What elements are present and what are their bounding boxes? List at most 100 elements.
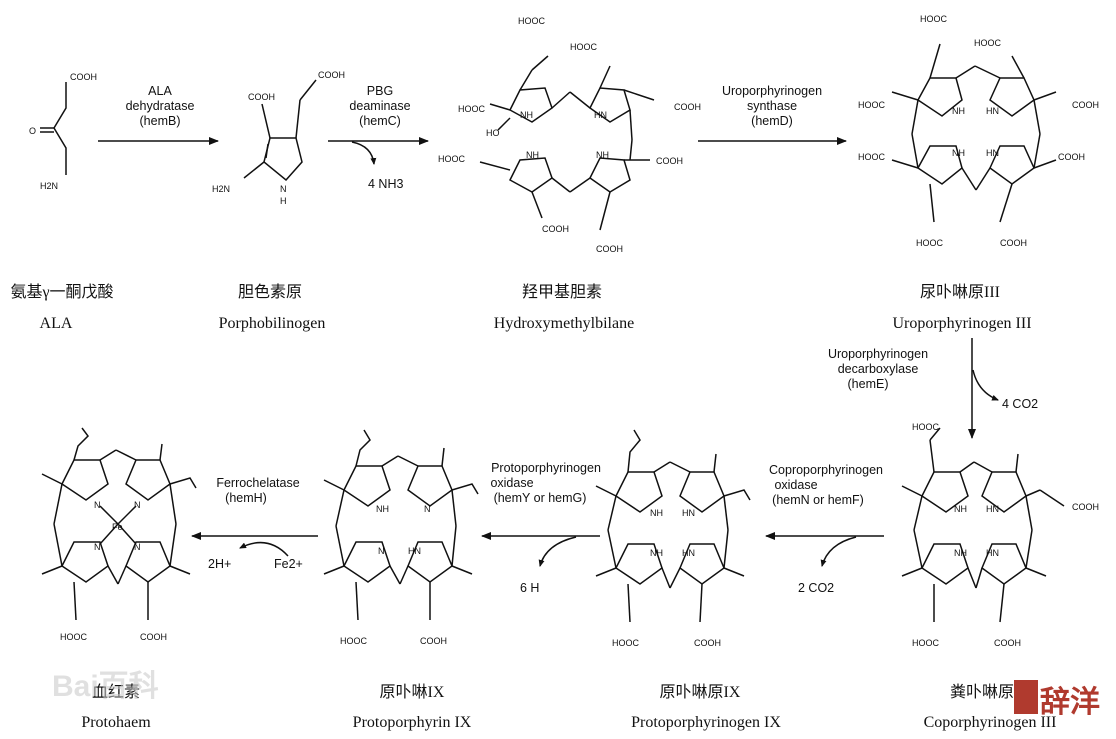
hmb-cooh-bottom2: COOH xyxy=(596,244,623,254)
haem-n-3: N xyxy=(94,542,101,552)
byproduct-6h: 6 H xyxy=(520,581,539,595)
arrow-2co2-release xyxy=(820,536,857,567)
enzyme-hemy-line1: Protoporphyrinogen xyxy=(491,461,601,475)
ala-o-label: O xyxy=(29,126,36,136)
copro-hooc-bottom: HOOC xyxy=(912,638,940,648)
hmb-nh-1: NH xyxy=(520,110,533,120)
haem-cooh: COOH xyxy=(140,632,167,642)
byproduct-2co2: 2 CO2 xyxy=(798,581,834,595)
copro-cooh-right: COOH xyxy=(1072,502,1099,512)
uro-cooh-right: COOH xyxy=(1072,100,1099,110)
enzyme-hemc-line2: deaminase xyxy=(349,99,410,113)
haem-n-2: N xyxy=(134,500,141,510)
arrow-6h-release xyxy=(538,536,577,567)
proto-cooh: COOH xyxy=(420,636,447,646)
enzyme-hemn-line2: oxidase xyxy=(774,478,817,492)
protogen-nh-1: NH xyxy=(650,508,663,518)
enzyme-labels: ALA dehydratase (hemB) PBG deaminase (he… xyxy=(126,84,1039,595)
uro-nh-1: NH xyxy=(952,106,965,116)
caption-proto-zh: 原卟啉IX xyxy=(380,683,445,701)
enzyme-hemn-line3: (hemN or hemF) xyxy=(772,493,864,507)
caption-protogen-zh: 原卟啉原IX xyxy=(660,683,741,701)
copro-nh-2: NH xyxy=(954,548,967,558)
hmb-hooc-left: HOOC xyxy=(458,104,486,114)
pbg-n: N xyxy=(280,184,287,194)
uro-hooc-top: HOOC xyxy=(920,14,948,24)
byproduct-4co2: 4 CO2 xyxy=(1002,397,1038,411)
enzyme-hemy-line2: oxidase xyxy=(490,476,533,490)
uro-hooc-left: HOOC xyxy=(858,100,886,110)
caption-haem-en: Protohaem xyxy=(81,714,151,731)
caption-pbg-zh: 胆色素原 xyxy=(238,283,302,301)
proto-n-1: N xyxy=(378,546,385,556)
caption-proto-en: Protoporphyrin IX xyxy=(353,714,472,731)
protogen-hooc: HOOC xyxy=(612,638,640,648)
hydroxymethylbilane-structure: HOOC HOOC HOOC COOH HO NH HN NH NH HOOC … xyxy=(438,16,701,254)
protogen-cooh: COOH xyxy=(694,638,721,648)
haem-hooc: HOOC xyxy=(60,632,88,642)
ala-structure: COOH O H2N xyxy=(29,72,97,191)
hmb-nh-2: NH xyxy=(526,150,539,160)
ion-2h: 2H+ xyxy=(208,557,231,571)
haem-fe: Fe xyxy=(112,522,123,532)
hmb-hooc-topmid: HOOC xyxy=(570,42,598,52)
caption-haem-zh: 血红素 xyxy=(92,683,140,701)
hmb-ho: HO xyxy=(486,128,500,138)
hmb-cooh-bottom1: COOH xyxy=(542,224,569,234)
enzyme-hemn-line1: Coproporphyrinogen xyxy=(769,463,883,477)
enzyme-heme-line1: Uroporphyrinogen xyxy=(828,347,928,361)
enzyme-heme-line3: (hemE) xyxy=(848,377,889,391)
coproporphyrinogen-iii-structure: HOOC COOH NH HN NH HN HOOC COOH xyxy=(901,422,1099,648)
ala-h2n-label: H2N xyxy=(40,181,58,191)
caption-hmb-zh: 羟甲基胆素 xyxy=(522,283,602,301)
hmb-nh-3: NH xyxy=(596,150,609,160)
enzyme-hemc-line3: (hemC) xyxy=(359,114,401,128)
caption-copro-zh: 粪卟啉原 xyxy=(950,683,1014,701)
enzyme-hemd-line2: synthase xyxy=(747,99,797,113)
enzyme-hemh-line1: Ferrochelatase xyxy=(216,476,299,490)
proto-n-2: N xyxy=(424,504,431,514)
caption-pbg-en: Porphobilinogen xyxy=(219,315,326,332)
uro-hooc-bottom: HOOC xyxy=(916,238,944,248)
pbg-structure: COOH COOH H2N N H xyxy=(212,70,345,206)
hmb-hooc-top: HOOC xyxy=(518,16,546,26)
enzyme-hemh-line2: (hemH) xyxy=(225,491,267,505)
enzyme-hemd-line1: Uroporphyrinogen xyxy=(722,84,822,98)
uro-hn-2: HN xyxy=(986,148,999,158)
haem-n-1: N xyxy=(94,500,101,510)
uro-hn-1: HN xyxy=(986,106,999,116)
compound-captions: 氨基γ一酮戊酸 ALA 胆色素原 Porphobilinogen 羟甲基胆素 H… xyxy=(10,283,1056,731)
arrow-nh3-release xyxy=(351,141,377,165)
protogen-hn-2: HN xyxy=(682,548,695,558)
caption-protogen-en: Protoporphyrinogen IX xyxy=(631,714,781,731)
caption-ala-zh: 氨基γ一酮戊酸 xyxy=(10,283,113,301)
copro-hn-1: HN xyxy=(986,504,999,514)
arrow-fe-exchange xyxy=(239,541,289,557)
hmb-cooh-right: COOH xyxy=(674,102,701,112)
ion-fe2: Fe2+ xyxy=(274,557,303,571)
copro-cooh-bottom: COOH xyxy=(994,638,1021,648)
pbg-cooh-2: COOH xyxy=(248,92,275,102)
enzyme-hemb-line1: ALA xyxy=(148,84,172,98)
watermark-right: 辞洋 xyxy=(1014,680,1100,719)
pbg-h2n: H2N xyxy=(212,184,230,194)
copro-hooc-top: HOOC xyxy=(912,422,940,432)
caption-hmb-en: Hydroxymethylbilane xyxy=(494,315,634,332)
enzyme-hemb-line2: dehydratase xyxy=(126,99,195,113)
hmb-hooc-lower: HOOC xyxy=(438,154,466,164)
watermark-right-text: 辞洋 xyxy=(1040,686,1100,719)
uroporphyrinogen-iii-structure: HOOC HOOC HOOC COOH HOOC COOH NH HN NH H… xyxy=(858,14,1099,248)
uro-hooc-left2: HOOC xyxy=(858,152,886,162)
haem-n-4: N xyxy=(134,542,141,552)
enzyme-hemb-line3: (hemB) xyxy=(140,114,181,128)
protohaem-structure: N N N N Fe HOOC COOH xyxy=(41,427,197,642)
proto-nh: NH xyxy=(376,504,389,514)
proto-hn: HN xyxy=(408,546,421,556)
enzyme-hemy-line3: (hemY or hemG) xyxy=(494,491,587,505)
caption-copro-en: Coporphyrinogen III xyxy=(924,714,1057,731)
hmb-cooh-lower: COOH xyxy=(656,156,683,166)
uro-nh-2: NH xyxy=(952,148,965,158)
ala-cooh-label: COOH xyxy=(70,72,97,82)
caption-uro-zh: 尿卟啉原III xyxy=(920,283,1000,301)
